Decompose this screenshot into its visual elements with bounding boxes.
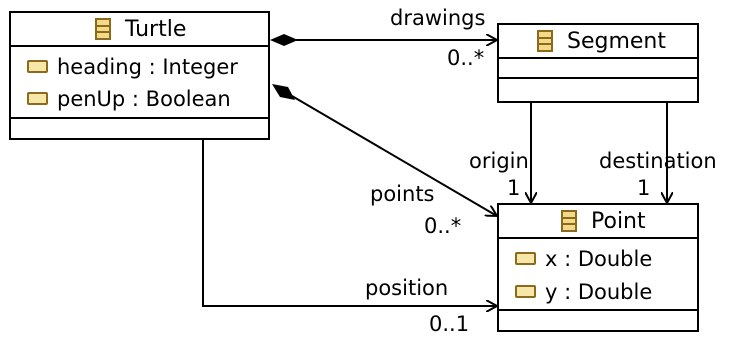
class-icon xyxy=(537,30,553,52)
class-name: Turtle xyxy=(125,17,187,42)
drawings-role-label: drawings xyxy=(390,6,486,30)
class-header: Point xyxy=(499,205,697,239)
origin-role-label: origin xyxy=(469,149,529,173)
origin-multiplicity-label: 1 xyxy=(507,176,521,200)
class-name: Segment xyxy=(567,29,666,54)
class-segment[interactable]: Segment xyxy=(497,23,699,103)
attribute-y[interactable]: y : Double xyxy=(515,280,652,304)
points-association[interactable] xyxy=(272,84,497,216)
attribute-icon xyxy=(27,59,48,73)
composition-diamond xyxy=(270,34,298,46)
operations-separator xyxy=(499,309,697,311)
class-turtle[interactable]: Turtle heading : Integer penUp : Boolean xyxy=(9,11,270,140)
class-point[interactable]: Point x : Double y : Double xyxy=(497,203,699,332)
points-multiplicity-label: 0..* xyxy=(424,214,462,238)
destination-role-label: destination xyxy=(599,149,717,173)
attribute-icon xyxy=(515,251,536,265)
class-header: Turtle xyxy=(11,13,268,47)
drawings-association[interactable] xyxy=(270,34,497,46)
destination-multiplicity-label: 1 xyxy=(637,176,651,200)
operations-separator xyxy=(499,77,697,79)
attribute-x[interactable]: x : Double xyxy=(515,247,652,271)
drawings-multiplicity-label: 0..* xyxy=(447,46,485,70)
position-role-label: position xyxy=(365,276,449,300)
attribute-icon xyxy=(27,91,48,105)
position-multiplicity-label: 0..1 xyxy=(429,312,470,336)
attribute-heading[interactable]: heading : Integer xyxy=(27,55,238,79)
class-icon xyxy=(561,210,577,232)
attribute-penup[interactable]: penUp : Boolean xyxy=(27,87,231,111)
attribute-icon xyxy=(515,284,536,298)
class-name: Point xyxy=(591,209,646,234)
composition-diamond xyxy=(272,84,295,100)
points-role-label: points xyxy=(370,182,435,206)
position-association[interactable] xyxy=(202,140,497,306)
class-icon xyxy=(95,18,111,40)
class-header: Segment xyxy=(499,25,697,59)
operations-separator xyxy=(11,117,268,119)
